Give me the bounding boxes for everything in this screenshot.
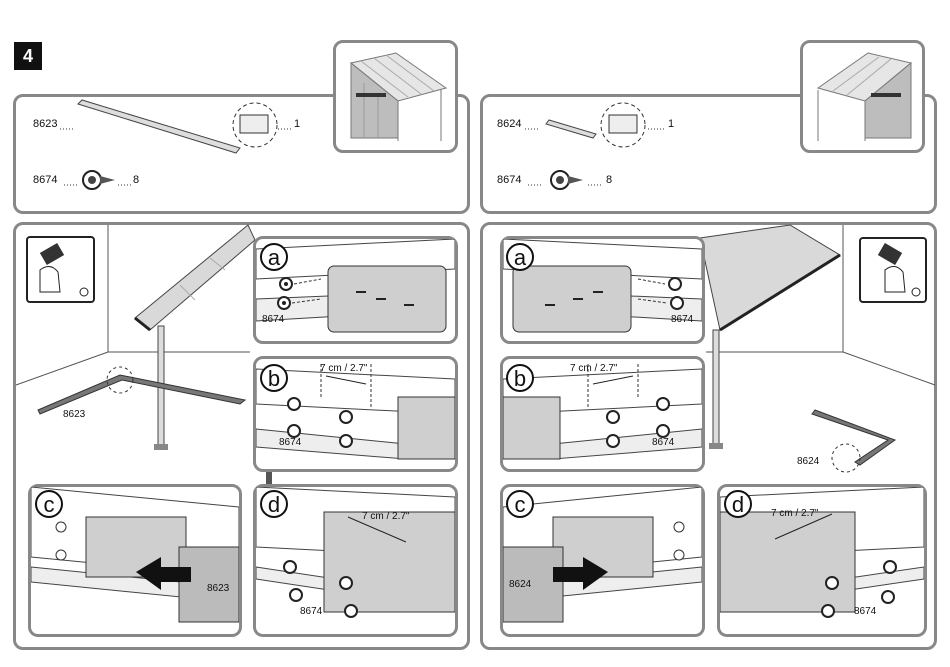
- right-c-part-label: 8624: [509, 579, 531, 590]
- right-a-screw-label: 8674: [671, 314, 693, 325]
- screw-icon: [607, 411, 619, 423]
- right-step-b-marker: b: [506, 364, 534, 392]
- screw-icon: [657, 425, 669, 437]
- screw-icon: [657, 398, 669, 410]
- screw-icon: [669, 278, 681, 290]
- right-step-d-marker: d: [724, 490, 752, 518]
- right-d-screw-label: 8674: [854, 606, 876, 617]
- screw-icon: [671, 297, 683, 309]
- right-b-measure: 7 cm / 2.7": [570, 363, 617, 374]
- screw-icon: [884, 561, 896, 573]
- screw-icon: [607, 435, 619, 447]
- right-step-a-marker: a: [506, 243, 534, 271]
- right-step-c-marker: c: [506, 490, 534, 518]
- right-d-measure: 7 cm / 2.7": [771, 508, 818, 519]
- screw-icon: [882, 591, 894, 603]
- right-b-screw-label: 8674: [652, 437, 674, 448]
- right-floor-label: 8624: [797, 456, 819, 467]
- screw-icon: [826, 577, 838, 589]
- screw-icon: [822, 605, 834, 617]
